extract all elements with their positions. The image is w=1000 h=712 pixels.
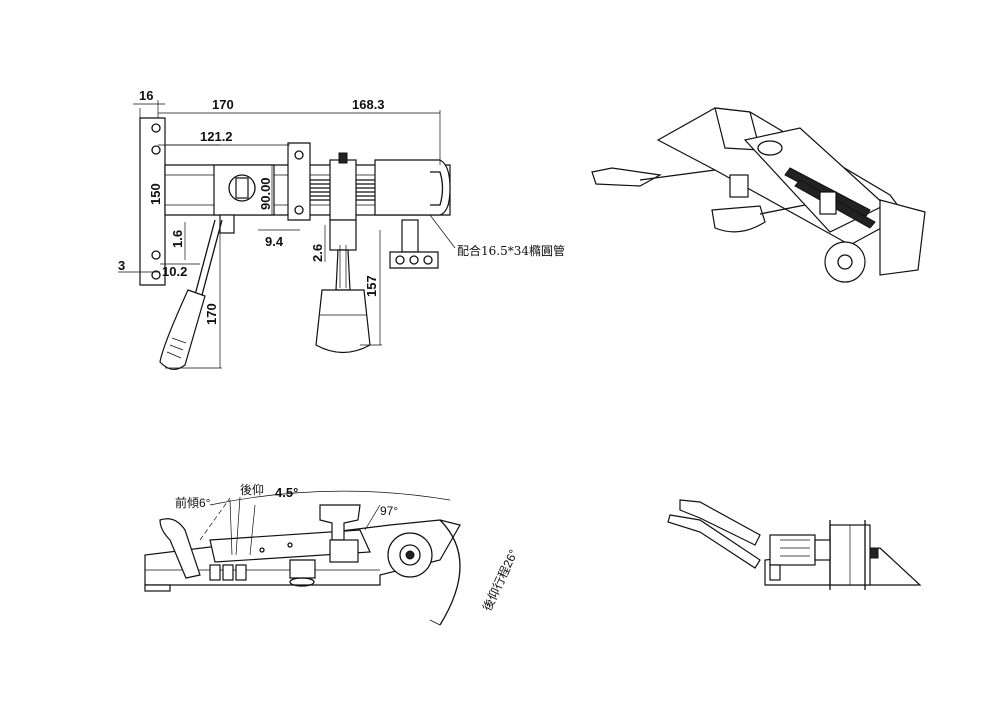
dim-3: 3 <box>118 258 125 273</box>
dim-9-4: 9.4 <box>265 234 284 249</box>
back-tilt-label: 後仰 <box>240 482 264 497</box>
back-tilt-value: 4.5° <box>275 485 298 500</box>
side-view: 前傾6° 後仰 4.5° 97° 後仰行程26° <box>144 482 521 626</box>
dim-16: 16 <box>139 88 153 103</box>
dim-170-top: 170 <box>212 97 234 112</box>
dim-2-6: 2.6 <box>310 244 325 262</box>
isometric-view <box>591 107 926 283</box>
dim-1-6: 1.6 <box>170 230 185 248</box>
dim-10-2: 10.2 <box>162 264 187 279</box>
dim-168-3: 168.3 <box>352 97 385 112</box>
dim-157: 157 <box>364 275 379 297</box>
tube-fit-note: 配合16.5*34橢圓管 <box>457 243 565 258</box>
dim-90: 90.00 <box>258 177 273 210</box>
back-travel-label: 後仰行程26° <box>479 547 521 613</box>
forward-tilt-label: 前傾6° <box>175 495 211 510</box>
dim-150: 150 <box>148 183 163 205</box>
front-view <box>667 499 922 590</box>
angle-97-label: 97° <box>380 504 398 518</box>
dim-121-2: 121.2 <box>200 129 233 144</box>
plan-view: 16 170 168.3 121.2 150 90.00 9.4 2.6 1.6… <box>118 88 565 370</box>
dim-170-left: 170 <box>204 303 219 325</box>
